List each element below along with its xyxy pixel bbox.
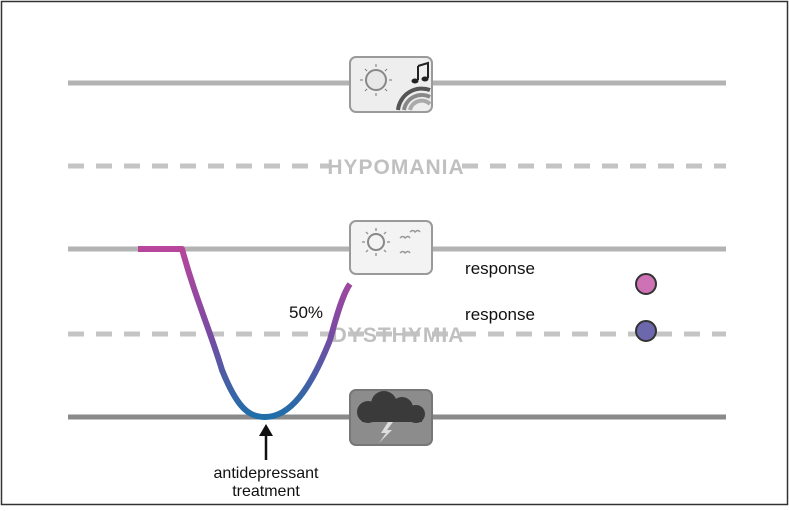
upper-response-label: response bbox=[465, 259, 535, 278]
treatment-label-line2: treatment bbox=[232, 483, 300, 500]
lower-response-label: response bbox=[465, 305, 535, 324]
sun-birds-icon bbox=[349, 220, 433, 275]
percent-label: 50% bbox=[289, 303, 323, 322]
upper-response-endpoint bbox=[635, 273, 657, 295]
treatment-label-line1: antidepressant bbox=[214, 465, 320, 482]
dysthymia-label: DYSTHYMIA bbox=[332, 324, 465, 347]
mood-trajectory-curve bbox=[138, 246, 353, 420]
treatment-arrow-head bbox=[259, 424, 273, 436]
storm-cloud-lightning-icon bbox=[349, 389, 433, 446]
hypomania-label: HYPOMANIA bbox=[327, 156, 464, 179]
lower-response-endpoint bbox=[635, 320, 657, 342]
sun-rainbow-music-icon bbox=[349, 56, 433, 113]
